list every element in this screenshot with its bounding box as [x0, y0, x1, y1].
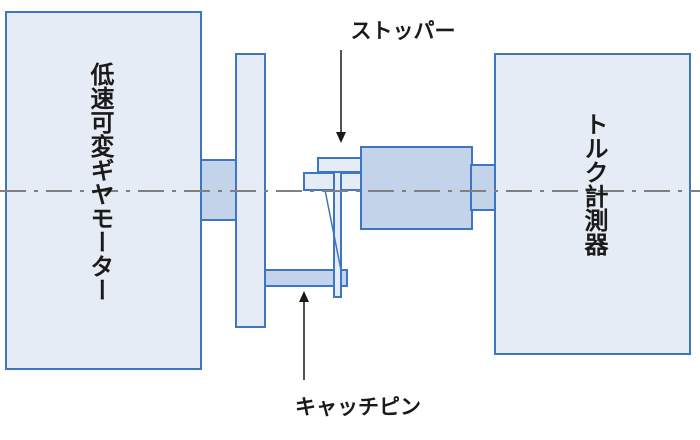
torque-meter-label: トルク計測器: [580, 112, 609, 256]
torque-meter-body: [494, 53, 691, 355]
stopper-arrowhead: [336, 132, 346, 143]
catch-pin-arrowhead: [299, 291, 309, 302]
stopper-tip-line-1: [324, 189, 342, 271]
motor-label: 低速可変ギヤモーター: [86, 62, 115, 302]
stopper-upper-bar: [317, 157, 362, 173]
torque-shaft: [470, 164, 496, 211]
stopper-label: ストッパー: [351, 19, 456, 43]
torque-input-block: [360, 146, 473, 230]
catch-pin-label: キャッチピン: [295, 395, 421, 419]
catch-pin-rod: [264, 269, 348, 287]
